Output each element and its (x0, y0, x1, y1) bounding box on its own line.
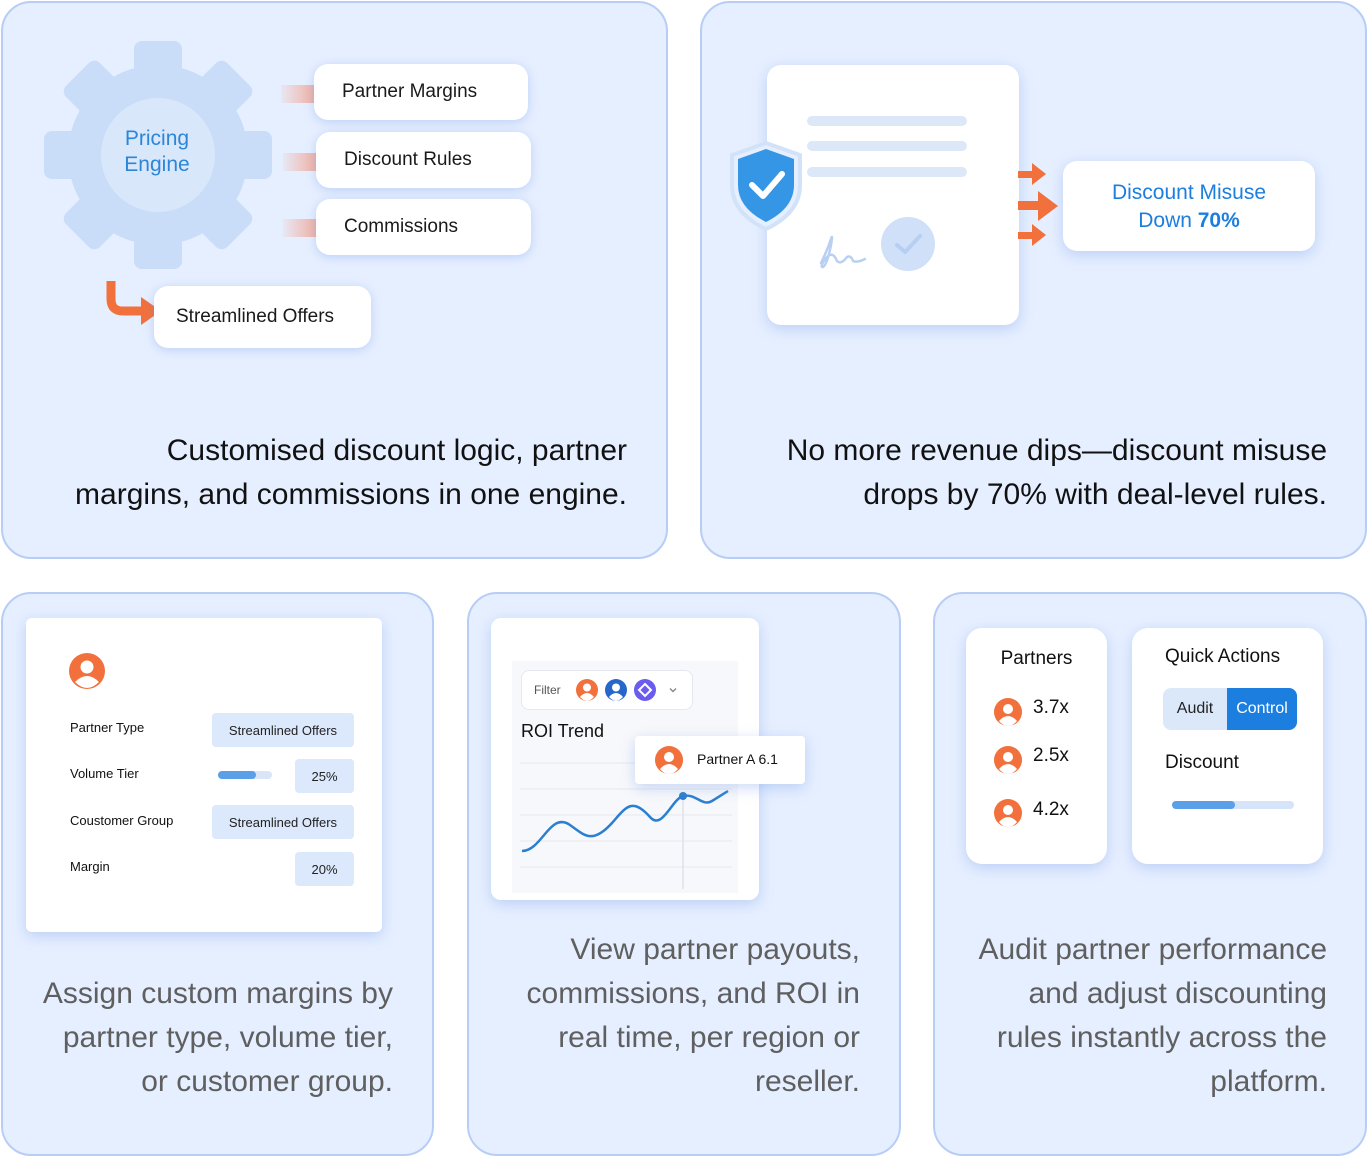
panel-discount-misuse: Discount Misuse Down 70% No more revenue… (700, 1, 1367, 559)
chevron-down-icon (669, 688, 677, 693)
roi-point-marker (679, 792, 687, 800)
shield-check-icon (730, 141, 802, 231)
row-label-margin: Margin (70, 859, 110, 874)
document-line (807, 116, 967, 126)
caption-line: or customer group. (141, 1065, 393, 1098)
partner-multiplier: 3.7x (1033, 697, 1069, 718)
avatar-orange-icon (994, 698, 1022, 726)
roi-tooltip: Partner A 6.1 (635, 736, 805, 784)
document-line (807, 167, 967, 177)
caption-roi-trend: View partner payouts, commissions, and R… (480, 928, 860, 1104)
gear-label: Pricing Engine (124, 127, 190, 176)
caption-line: No more revenue dips—discount misuse (786, 434, 1327, 467)
chip-streamlined-offers: Streamlined Offers (154, 286, 371, 348)
avatar-orange-icon (994, 799, 1022, 827)
filter-label: Filter (534, 683, 561, 697)
panel-roi-trend: Filter ROI Trend (467, 592, 901, 1156)
partner-logo-icon (634, 679, 656, 701)
row-label-volume-tier: Volume Tier (70, 766, 139, 781)
caption-line: Assign custom margins by (42, 977, 393, 1010)
quick-actions-card: Quick Actions Audit Control Discount (1132, 628, 1323, 864)
gear-icon (44, 41, 272, 269)
filter-bar[interactable]: Filter (521, 670, 693, 710)
caption-line: platform. (1210, 1065, 1327, 1098)
check-seal-icon (881, 217, 935, 271)
roi-line-chart (520, 762, 732, 889)
connector-stub (281, 85, 315, 103)
tooltip-text: Partner A 6.1 (697, 751, 778, 767)
caption-line: real time, per region or (558, 1021, 860, 1054)
partners-title: Partners (1000, 648, 1073, 669)
volume-tier-slider-fill (218, 771, 256, 779)
caption-line: and adjust discounting (1028, 977, 1327, 1010)
customer-group-select[interactable]: Streamlined Offers (212, 805, 354, 839)
roi-card: Filter ROI Trend (491, 618, 805, 900)
partner-type-select[interactable]: Streamlined Offers (212, 713, 354, 747)
connector-stub (283, 153, 317, 171)
badge-prefix: Down (1138, 209, 1198, 232)
panel-pricing-engine: Pricing Engine Partner Margins Discount … (1, 1, 668, 559)
chip-partner-margins: Partner Margins (314, 64, 528, 120)
control-toggle-option[interactable]: Control (1227, 688, 1297, 730)
arrow-turn-icon (106, 281, 161, 325)
discount-slider-fill (1172, 801, 1236, 809)
signature-icon (819, 235, 867, 269)
caption-custom-margins: Assign custom margins by partner type, v… (13, 972, 393, 1104)
badge-line: Discount Misuse (1111, 181, 1267, 204)
partner-multiplier: 4.2x (1033, 799, 1069, 820)
discount-slider[interactable] (1172, 801, 1294, 809)
caption-pricing-engine: Customised discount logic, partner margi… (27, 429, 627, 517)
row-label-customer-group: Coustomer Group (70, 813, 174, 828)
audit-control-toggle[interactable]: Audit Control (1163, 688, 1297, 730)
chip-commissions: Commissions (316, 199, 531, 255)
caption-line: reseller. (754, 1065, 860, 1098)
panel-audit: Partners 3.7x 2.5x 4.2x Quick Actions Au… (933, 592, 1367, 1156)
avatar-orange-icon (576, 679, 598, 701)
user-avatar-icon (69, 653, 105, 689)
connector-stub (283, 219, 317, 237)
margin-settings-card: Partner Type Streamlined Offers Volume T… (26, 618, 382, 932)
caption-line: margins, and commissions in one engine. (75, 478, 627, 511)
caption-line: drops by 70% with deal-level rules. (863, 478, 1327, 511)
caption-line: Customised discount logic, partner (166, 434, 627, 467)
caption-line: View partner payouts, (570, 933, 860, 966)
avatar-orange-icon (655, 746, 683, 774)
caption-line: Audit partner performance (978, 933, 1327, 966)
caption-line: partner type, volume tier, (62, 1021, 393, 1054)
margin-value[interactable]: 20% (295, 852, 354, 886)
document-line (807, 141, 967, 151)
quick-actions-title: Quick Actions (1165, 646, 1281, 667)
partner-multiplier: 2.5x (1033, 745, 1069, 766)
roi-trend-line (521, 789, 729, 853)
partners-card: Partners 3.7x 2.5x 4.2x (966, 628, 1107, 864)
discount-label: Discount (1165, 752, 1239, 773)
document-card (767, 65, 1019, 325)
row-label-partner-type: Partner Type (70, 720, 145, 735)
arrows-right-icon (1018, 163, 1058, 246)
panel-custom-margins: Partner Type Streamlined Offers Volume T… (1, 592, 434, 1156)
audit-toggle-option[interactable]: Audit (1176, 700, 1214, 717)
discount-misuse-badge: Discount Misuse Down 70% (1063, 161, 1315, 251)
avatar-blue-icon (605, 679, 627, 701)
chip-discount-rules: Discount Rules (316, 132, 531, 188)
volume-tier-slider[interactable] (218, 771, 272, 779)
chart-title: ROI Trend (521, 721, 605, 741)
avatar-orange-icon (994, 746, 1022, 774)
caption-line: rules instantly across the (996, 1021, 1327, 1054)
caption-discount-misuse: No more revenue dips—discount misuse dro… (707, 429, 1327, 517)
caption-audit: Audit partner performance and adjust dis… (937, 928, 1327, 1104)
volume-tier-value[interactable]: 25% (295, 759, 354, 793)
badge-value: 70% (1197, 209, 1240, 232)
badge-line: Down 70% (1063, 207, 1315, 235)
caption-line: commissions, and ROI in (526, 977, 860, 1010)
